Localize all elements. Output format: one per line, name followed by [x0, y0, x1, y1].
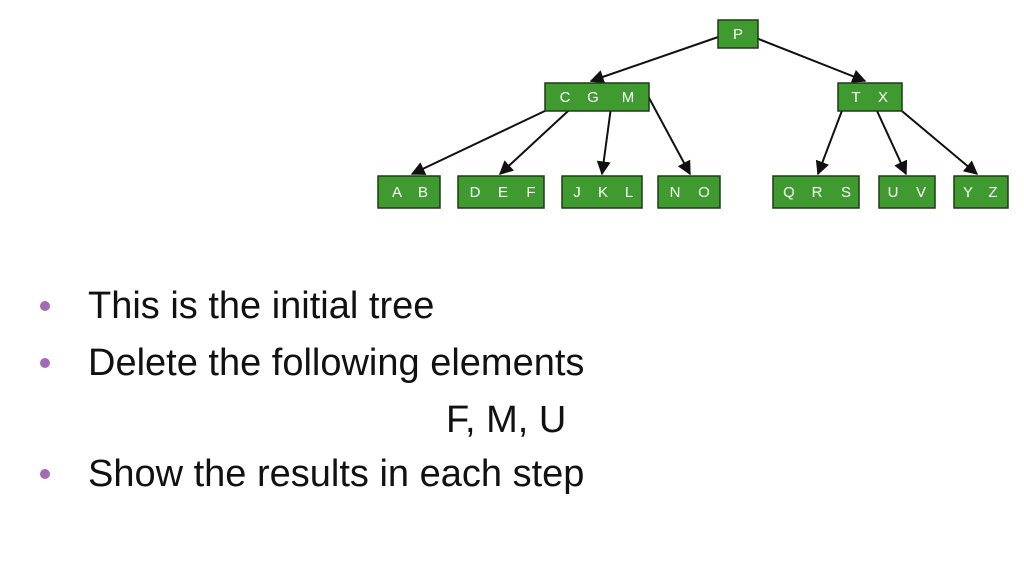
node-box [657, 175, 721, 209]
node-box [837, 82, 903, 112]
bullet-icon [40, 358, 50, 368]
tree-node-root: P [717, 19, 759, 49]
edge-tx-qrs [815, 99, 847, 176]
node-box [561, 175, 643, 209]
node-box [772, 175, 860, 209]
node-key: U [888, 184, 899, 201]
node-key: C [560, 89, 571, 106]
node-box [377, 175, 441, 209]
edge-cgm-no [647, 95, 691, 176]
node-key: P [733, 26, 743, 43]
node-box [878, 175, 936, 209]
edge-root-tx [755, 37, 867, 83]
elements-to-delete: F, M, U [446, 399, 567, 441]
node-key: J [573, 184, 581, 201]
node-key: L [625, 184, 633, 201]
edge-tx-uv [871, 99, 908, 176]
bullet-icon [40, 469, 50, 479]
edge-cgm-def [498, 99, 581, 175]
node-key: V [916, 184, 926, 201]
node-key: R [812, 184, 823, 201]
node-key: X [878, 89, 888, 106]
node-box [544, 82, 650, 112]
bullet-icon [40, 301, 50, 311]
node-key: M [622, 89, 635, 106]
node-key: K [598, 184, 608, 201]
node-box [953, 175, 1009, 209]
bullet-item: Delete the following elements [88, 342, 585, 384]
node-key: S [841, 184, 851, 201]
edge-root-cgm [589, 34, 725, 84]
node-box [717, 19, 759, 49]
node-key: E [498, 184, 508, 201]
node-key: F [526, 184, 535, 201]
node-key: Z [988, 184, 997, 201]
bullet-item: Show the results in each step [88, 453, 585, 495]
node-key: Y [963, 184, 973, 201]
node-key: T [851, 89, 860, 106]
edge-cgm-ab [410, 99, 569, 175]
node-key: A [392, 184, 402, 201]
edge-cgm-jkl [596, 99, 613, 176]
node-key: B [418, 184, 428, 201]
node-key: O [698, 184, 710, 201]
node-box [457, 175, 545, 209]
node-key: D [470, 184, 481, 201]
bullet-item: This is the initial tree [88, 285, 435, 327]
node-key: N [670, 184, 681, 201]
node-key: Q [783, 184, 795, 201]
node-key: G [587, 89, 599, 106]
